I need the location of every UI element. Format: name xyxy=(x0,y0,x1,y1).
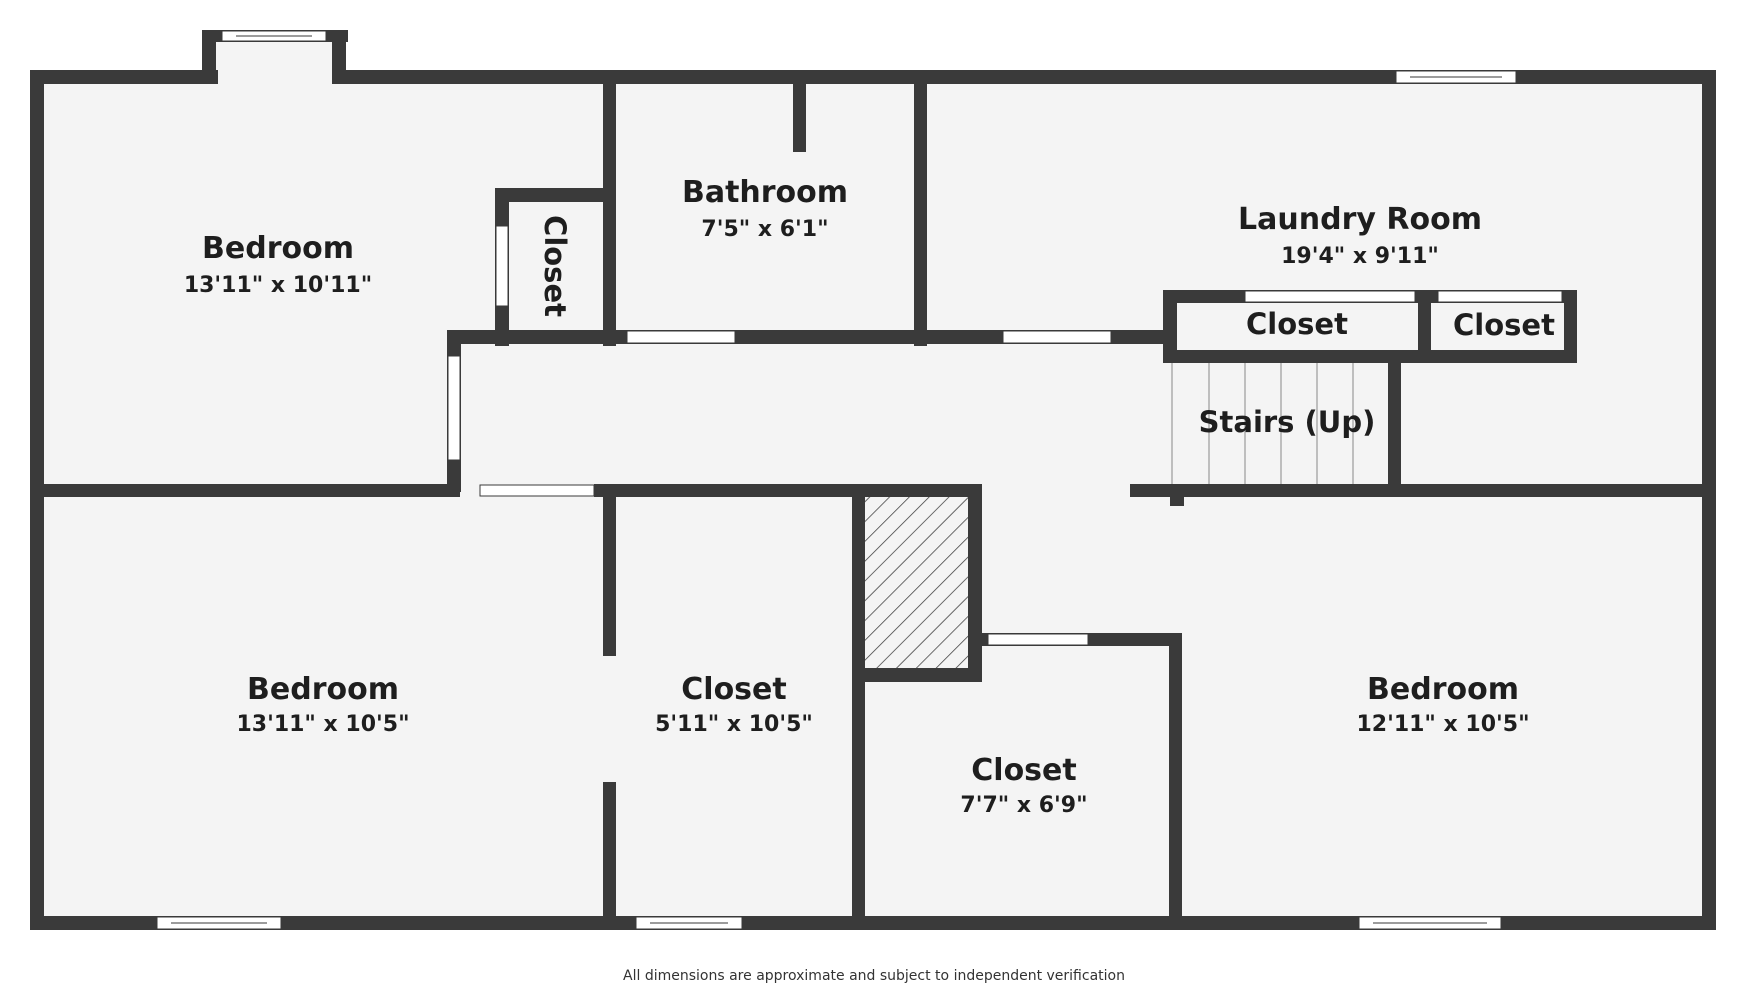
center-closet-door xyxy=(987,633,1089,646)
bathroom-door xyxy=(626,330,736,344)
room-name-bedroom-bottom-right: Bedroom xyxy=(1367,672,1519,707)
laundry-door xyxy=(1002,330,1112,344)
window-bottom-middle xyxy=(635,916,743,930)
room-name-closet-small-2: Closet xyxy=(1453,308,1555,342)
laundry-closet-door xyxy=(1244,290,1416,303)
room-name-closet-vertical: Closet xyxy=(538,215,572,317)
room-dims-laundry-room: 19'4" x 9'11" xyxy=(1281,244,1439,269)
windows xyxy=(156,30,1517,930)
room-name-closet-bottom-center: Closet xyxy=(971,753,1076,788)
window-bottom-left xyxy=(156,916,282,930)
room-dims-closet-bottom-center: 7'7" x 6'9" xyxy=(960,793,1087,818)
room-dims-bedroom-bottom-right: 12'11" x 10'5" xyxy=(1356,712,1529,737)
room-dims-closet-bottom-middle: 5'11" x 10'5" xyxy=(655,712,813,737)
disclaimer-note: All dimensions are approximate and subje… xyxy=(623,968,1125,984)
room-dims-bedroom-bottom-left: 13'11" x 10'5" xyxy=(236,712,409,737)
room-name-stairs: Stairs (Up) xyxy=(1199,405,1376,439)
bedroom-door xyxy=(447,355,461,461)
walls xyxy=(30,30,1716,930)
room-name-closet-bottom-middle: Closet xyxy=(681,672,786,707)
stairs-treads xyxy=(1171,363,1354,484)
closet-door xyxy=(495,225,509,307)
chimney-block xyxy=(863,494,975,668)
laundry-closet-door-2 xyxy=(1437,290,1563,303)
window-bottom-right xyxy=(1358,916,1502,930)
room-name-bedroom-top-left: Bedroom xyxy=(202,231,354,266)
room-name-laundry-room: Laundry Room xyxy=(1238,202,1482,237)
room-dims-bathroom: 7'5" x 6'1" xyxy=(701,217,828,242)
room-name-bathroom: Bathroom xyxy=(682,175,848,210)
window-top-right xyxy=(1395,70,1517,84)
room-name-bedroom-bottom-left: Bedroom xyxy=(247,672,399,707)
bedroom-door-lower xyxy=(479,484,595,497)
floor-area xyxy=(36,36,1708,924)
room-name-closet-small-1: Closet xyxy=(1246,307,1348,341)
window-top-left xyxy=(221,30,327,42)
door-openings xyxy=(447,225,1563,646)
room-dims-bedroom-top-left: 13'11" x 10'11" xyxy=(184,273,372,298)
